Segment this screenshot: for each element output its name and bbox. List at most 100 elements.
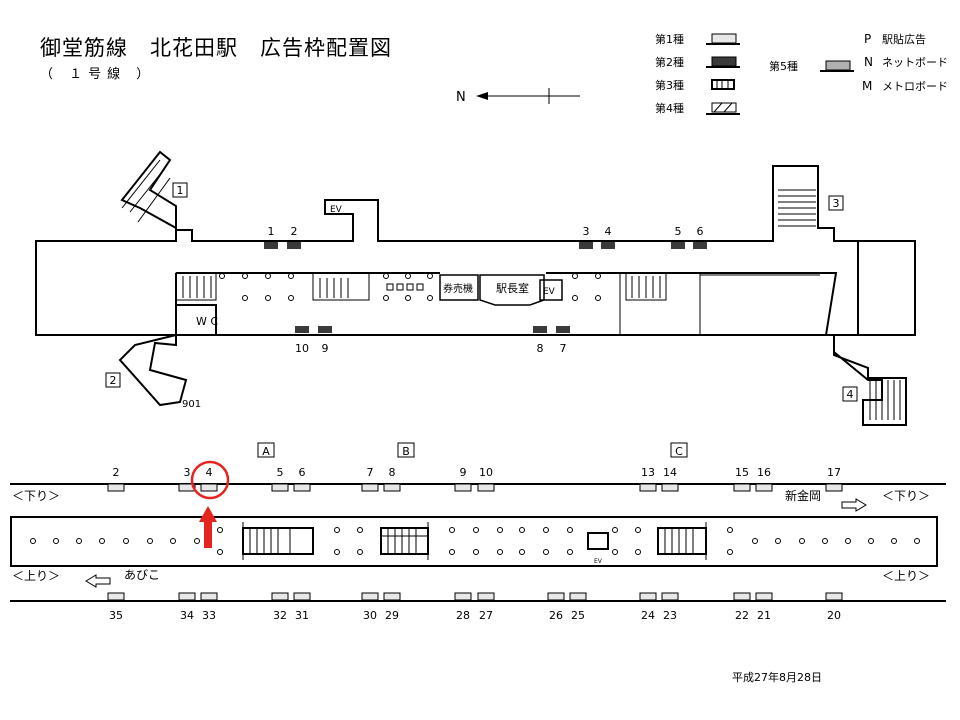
down-destination-label: 新金岡 xyxy=(785,488,821,503)
concourse-ad-slot[interactable] xyxy=(533,326,547,333)
pillar xyxy=(572,273,578,279)
pillar xyxy=(635,549,641,555)
legend-code-p-label: 駅貼広告 xyxy=(882,32,926,46)
platform-ad-number: 4 xyxy=(206,466,213,479)
platform-ad-slot[interactable] xyxy=(639,592,657,601)
station-office-label: 駅長室 xyxy=(496,281,529,295)
platform-ad-slot[interactable] xyxy=(383,592,401,601)
platform-ad-slot[interactable] xyxy=(271,483,289,492)
platform-ad-number: 3 xyxy=(184,466,191,479)
platform-ad-number: 32 xyxy=(273,609,287,622)
platform-elevator xyxy=(587,532,609,550)
section-marker xyxy=(397,442,415,458)
pillar xyxy=(265,273,271,279)
platform-ad-slot[interactable] xyxy=(361,592,379,601)
platform-ad-slot[interactable] xyxy=(477,592,495,601)
up-direction-arrow-icon xyxy=(85,574,111,588)
platform-ad-slot[interactable] xyxy=(661,592,679,601)
pillar xyxy=(519,549,525,555)
exit-box xyxy=(172,182,188,198)
concourse-ad-number: 8 xyxy=(537,342,544,355)
section-marker xyxy=(670,442,688,458)
concourse-ad-slot[interactable] xyxy=(579,242,593,249)
pillar xyxy=(727,527,733,533)
platform-ad-slot[interactable] xyxy=(271,592,289,601)
platform-ad-number: 26 xyxy=(549,609,563,622)
pillar xyxy=(288,295,294,301)
concourse-ad-slot[interactable] xyxy=(295,326,309,333)
pillar xyxy=(449,549,455,555)
ticket-gate xyxy=(386,283,394,291)
compass-label: N xyxy=(456,90,466,105)
platform-ad-slot[interactable] xyxy=(293,483,311,492)
platform-ad-slot[interactable] xyxy=(200,483,218,492)
section-marker xyxy=(257,442,275,458)
concourse-ad-number: 1 xyxy=(268,225,275,238)
concourse-ad-number: 3 xyxy=(583,225,590,238)
platform-ad-slot[interactable] xyxy=(107,483,125,492)
concourse-ad-slot[interactable] xyxy=(556,326,570,333)
platform-ad-slot[interactable] xyxy=(569,592,587,601)
platform-ad-slot[interactable] xyxy=(361,483,379,492)
platform-ad-slot[interactable] xyxy=(383,483,401,492)
platform-ad-slot[interactable] xyxy=(547,592,565,601)
exit-box xyxy=(842,386,858,402)
pillar xyxy=(383,273,389,279)
pillar xyxy=(147,538,153,544)
platform-ad-slot[interactable] xyxy=(293,592,311,601)
pillar xyxy=(242,273,248,279)
pillar xyxy=(612,527,618,533)
concourse-ad-number: 10 xyxy=(295,342,309,355)
concourse-ad-slot[interactable] xyxy=(601,242,615,249)
pillar xyxy=(30,538,36,544)
pillar xyxy=(449,527,455,533)
concourse-ad-number: 5 xyxy=(675,225,682,238)
pillar xyxy=(219,273,225,279)
pillar xyxy=(914,538,920,544)
platform-ad-slot[interactable] xyxy=(454,483,472,492)
platform-ad-slot[interactable] xyxy=(825,483,843,492)
pillar xyxy=(595,295,601,301)
platform-ad-slot[interactable] xyxy=(107,592,125,601)
platform-ad-number: 28 xyxy=(456,609,470,622)
pillar xyxy=(845,538,851,544)
platform-ad-number: 33 xyxy=(202,609,216,622)
pillar xyxy=(727,549,733,555)
platform-ad-slot[interactable] xyxy=(661,483,679,492)
concourse-ad-slot[interactable] xyxy=(318,326,332,333)
concourse-ad-slot[interactable] xyxy=(693,242,707,249)
pillar xyxy=(612,549,618,555)
platform-ad-slot[interactable] xyxy=(200,592,218,601)
platform-ad-slot[interactable] xyxy=(825,592,843,601)
highlight-circle xyxy=(190,460,230,500)
platform-ad-slot[interactable] xyxy=(454,592,472,601)
pillar xyxy=(473,549,479,555)
platform-ad-slot[interactable] xyxy=(755,483,773,492)
concourse-ad-slot[interactable] xyxy=(287,242,301,249)
platform-ad-number: 35 xyxy=(109,609,123,622)
platform-ad-slot[interactable] xyxy=(639,483,657,492)
concourse-ad-slot[interactable] xyxy=(671,242,685,249)
legend-type4-label: 第4種 xyxy=(655,101,684,115)
pillar xyxy=(170,538,176,544)
pillar xyxy=(383,295,389,301)
pillar xyxy=(405,273,411,279)
exit-box xyxy=(105,372,121,388)
up-track-label: ＜上り＞ xyxy=(12,569,60,583)
platform-ad-slot[interactable] xyxy=(178,592,196,601)
platform-ad-slot[interactable] xyxy=(755,592,773,601)
restroom-label: W C xyxy=(196,315,218,328)
platform-ad-slot[interactable] xyxy=(178,483,196,492)
exit-box xyxy=(828,195,844,211)
legend-type1-icon xyxy=(711,33,737,44)
concourse-ad-number: 6 xyxy=(697,225,704,238)
platform-ad-slot[interactable] xyxy=(477,483,495,492)
highlight-arrow-icon xyxy=(199,506,217,548)
page-title: 御堂筋線 北花田駅 広告枠配置図 xyxy=(40,36,392,60)
platform-ad-slot[interactable] xyxy=(733,592,751,601)
platform-ad-slot[interactable] xyxy=(733,483,751,492)
concourse-ad-number: 7 xyxy=(560,342,567,355)
pillar xyxy=(217,549,223,555)
concourse-ad-slot[interactable] xyxy=(264,242,278,249)
revision-date: 平成27年8月28日 xyxy=(732,671,822,684)
